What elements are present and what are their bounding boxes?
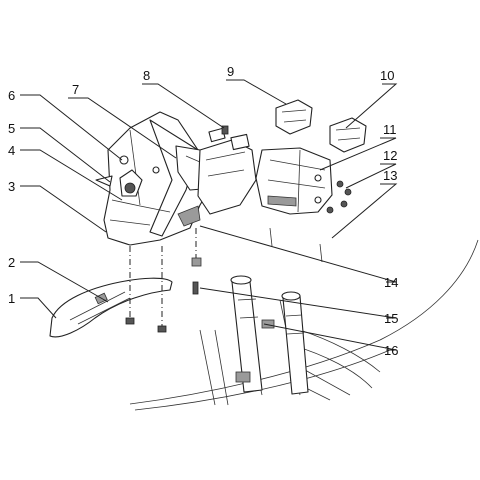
callout-6: 6 [8,88,15,103]
part-fender-bracket [49,277,173,338]
callout-11: 11 [383,122,397,137]
callout-4: 4 [8,143,15,158]
callout-13: 13 [383,168,397,183]
callout-12: 12 [383,148,397,163]
bolt-12c [340,200,348,208]
part-mounting-bracket [255,147,333,263]
bolt-8 [221,125,229,135]
leader-lines [20,79,398,351]
callout-labels: 6 5 4 3 2 1 7 8 9 10 11 12 13 14 15 16 [8,64,398,358]
bolt-12b [344,188,352,196]
part-clamp-9 [275,99,313,135]
callout-1: 1 [8,291,15,306]
part-lower-cover [197,127,257,215]
frame-and-fork [129,239,479,411]
nut-14 [191,257,202,267]
callout-15: 15 [384,311,398,326]
callout-2: 2 [8,255,15,270]
callout-14: 14 [384,275,398,290]
nut-2b [157,325,167,333]
callout-5: 5 [8,121,15,136]
bolt-12a [336,180,344,188]
callout-8: 8 [143,68,150,83]
bolt-12d [326,206,334,214]
fasteners [125,125,352,333]
screw-15 [192,281,199,295]
callout-3: 3 [8,179,15,194]
callout-7: 7 [72,82,79,97]
part-clamp-10 [329,117,367,153]
callout-10: 10 [380,68,394,83]
callout-16: 16 [384,343,398,358]
nut-2a [125,317,135,325]
callout-9: 9 [227,64,234,79]
